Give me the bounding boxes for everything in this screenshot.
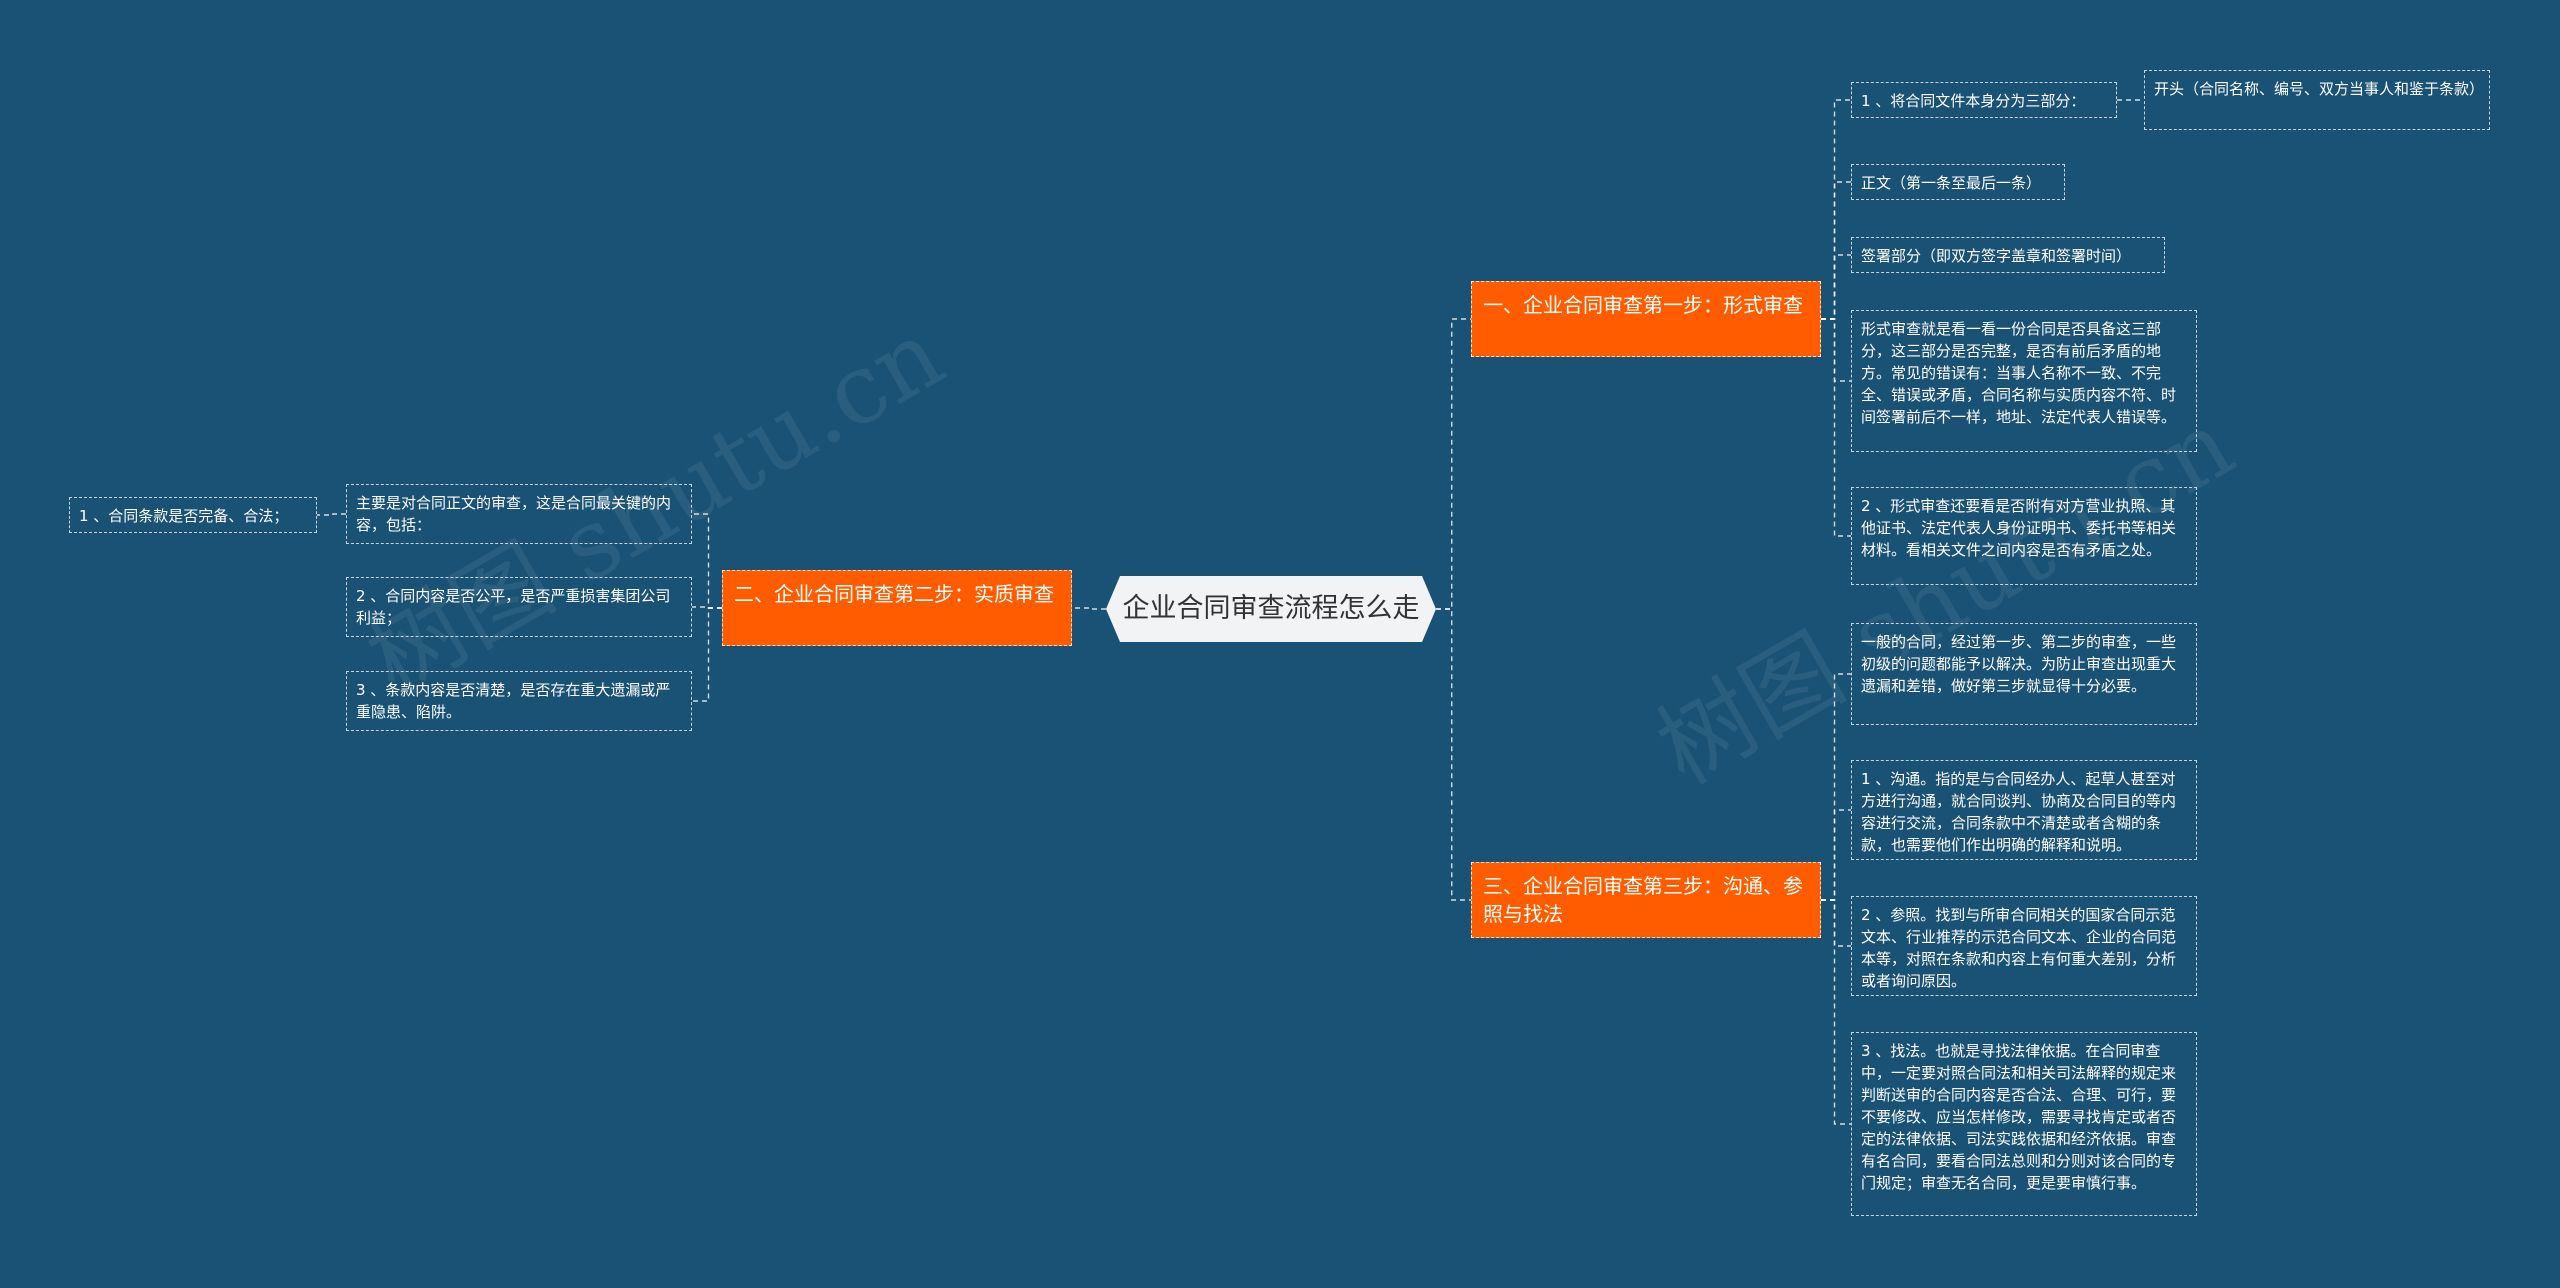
- leaf-step2-fairness[interactable]: 2 、合同内容是否公平，是否严重损害集团公司利益；: [346, 577, 692, 637]
- leaf-step1-attachments[interactable]: 2 、形式审查还要看是否附有对方营业执照、其他证书、法定代表人身份证明书、委托书…: [1851, 487, 2197, 585]
- leaf-step3-intro[interactable]: 一般的合同，经过第一步、第二步的审查，一些初级的问题都能予以解决。为防止审查出现…: [1851, 623, 2197, 725]
- branch-step3-label: 三、企业合同审查第三步：沟通、参照与找法: [1483, 874, 1803, 926]
- connector-step2: [692, 513, 722, 609]
- leaf-label: 2 、参照。找到与所审合同相关的国家合同示范文本、行业推荐的示范合同文本、企业的…: [1861, 906, 2177, 990]
- leaf-step1-body[interactable]: 正文（第一条至最后一条）: [1851, 164, 2065, 200]
- leaf-label: 开头（合同名称、编号、双方当事人和鉴于条款）: [2154, 80, 2485, 98]
- leaf-label: 形式审查就是看一看一份合同是否具备这三部分，这三部分是否完整，是否有前后矛盾的地…: [1861, 320, 2177, 426]
- leaf-label: 2 、合同内容是否公平，是否严重损害集团公司利益；: [356, 587, 671, 627]
- connector-step1: [1821, 254, 1851, 320]
- leaf-label: 1 、合同条款是否完备、合法；: [79, 507, 289, 525]
- leaf-step3-reference[interactable]: 2 、参照。找到与所审合同相关的国家合同示范文本、行业推荐的示范合同文本、企业的…: [1851, 896, 2197, 996]
- leaf-step1-formal-review[interactable]: 形式审查就是看一看一份合同是否具备这三部分，这三部分是否完整，是否有前后矛盾的地…: [1851, 310, 2197, 452]
- leaf-label: 2 、形式审查还要看是否附有对方营业执照、其他证书、法定代表人身份证明书、委托书…: [1861, 497, 2177, 559]
- connector-step2-sub: [317, 513, 346, 516]
- branch-step1-label: 一、企业合同审查第一步：形式审查: [1483, 293, 1803, 317]
- leaf-step3-find-law[interactable]: 3 、找法。也就是寻找法律依据。在合同审查中，一定要对照合同法和相关司法解释的规…: [1851, 1032, 2197, 1216]
- connector-step2: [692, 607, 722, 702]
- root-topic[interactable]: 企业合同审查流程怎么走: [1106, 576, 1436, 642]
- branch-step1[interactable]: 一、企业合同审查第一步：形式审查: [1471, 281, 1821, 357]
- leaf-step2-complete-legal[interactable]: 1 、合同条款是否完备、合法；: [69, 497, 317, 533]
- leaf-label: 3 、条款内容是否清楚，是否存在重大遗漏或严重隐患、陷阱。: [356, 681, 671, 721]
- branch-step3[interactable]: 三、企业合同审查第三步：沟通、参照与找法: [1471, 862, 1821, 938]
- connector-root-right: [1436, 318, 1471, 610]
- leaf-label: 3 、找法。也就是寻找法律依据。在合同审查中，一定要对照合同法和相关司法解释的规…: [1861, 1042, 2177, 1192]
- branch-step2-label: 二、企业合同审查第二步：实质审查: [734, 582, 1054, 606]
- leaf-step2-main-text[interactable]: 主要是对合同正文的审查，这是合同最关键的内容，包括：: [346, 484, 692, 544]
- root-topic-label: 企业合同审查流程怎么走: [1122, 593, 1420, 624]
- connector-step1: [1821, 318, 1851, 382]
- connector-step1: [1821, 318, 1851, 537]
- connector-step3: [1821, 899, 1851, 947]
- connector-step1: [1821, 181, 1851, 320]
- leaf-step1-three-parts[interactable]: 1 、将合同文件本身分为三部分：: [1851, 82, 2117, 118]
- leaf-label: 1 、将合同文件本身分为三部分：: [1861, 92, 2086, 110]
- connector-root-left: [1072, 607, 1106, 610]
- leaf-step1-signature[interactable]: 签署部分（即双方签字盖章和签署时间）: [1851, 237, 2165, 273]
- leaf-label: 一般的合同，经过第一步、第二步的审查，一些初级的问题都能予以解决。为防止审查出现…: [1861, 633, 2177, 695]
- connector-step1: [1821, 99, 1851, 320]
- leaf-label: 1 、沟通。指的是与合同经办人、起草人甚至对方进行沟通，就合同谈判、协商及合同目…: [1861, 770, 2177, 854]
- connector-root-right: [1436, 608, 1471, 901]
- leaf-step3-communication[interactable]: 1 、沟通。指的是与合同经办人、起草人甚至对方进行沟通，就合同谈判、协商及合同目…: [1851, 760, 2197, 860]
- leaf-label: 主要是对合同正文的审查，这是合同最关键的内容，包括：: [356, 494, 672, 534]
- leaf-label: 正文（第一条至最后一条）: [1861, 174, 2042, 192]
- connector-step3: [1821, 899, 1851, 1125]
- leaf-step2-clarity[interactable]: 3 、条款内容是否清楚，是否存在重大遗漏或严重隐患、陷阱。: [346, 671, 692, 731]
- leaf-label: 签署部分（即双方签字盖章和签署时间）: [1861, 247, 2132, 265]
- connector-step3: [1821, 809, 1851, 901]
- connector-step3: [1821, 673, 1851, 901]
- leaf-step1-opening[interactable]: 开头（合同名称、编号、双方当事人和鉴于条款）: [2144, 70, 2490, 130]
- branch-step2[interactable]: 二、企业合同审查第二步：实质审查: [722, 570, 1072, 646]
